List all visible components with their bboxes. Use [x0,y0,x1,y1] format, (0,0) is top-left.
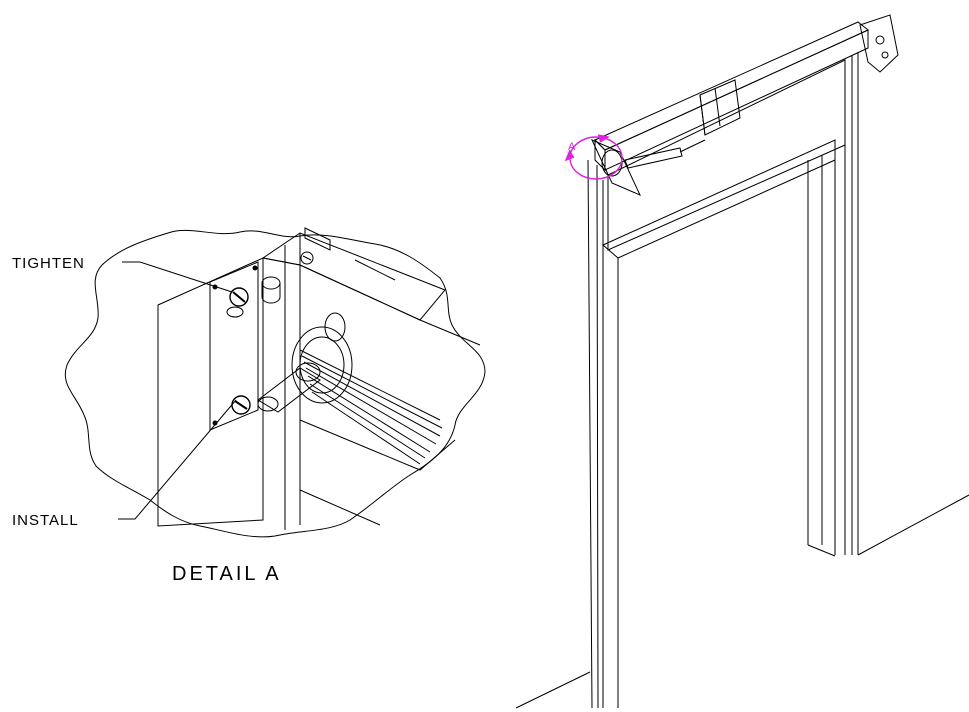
header-beam [604,29,869,171]
floor-line-left [515,671,591,709]
callout-marker-label: A [568,141,576,153]
top-screw-head [229,287,249,307]
housing-front-face [157,257,264,527]
door-frame-view [515,14,969,709]
drive-shaft [257,367,321,413]
end-bracket [859,14,899,73]
motor-box [699,79,741,136]
tighten-leader [122,261,233,293]
floor-line-right [857,494,969,556]
install-label: INSTALL [12,512,79,529]
detail-a-view [64,227,486,538]
callout-circle [569,136,623,180]
housing-top [261,232,446,321]
tighten-label: TIGHTEN [12,255,85,272]
operator-end-unit [590,139,642,196]
operator-header-top [594,21,869,151]
install-leader [118,399,237,520]
detail-break-outline [64,229,486,538]
detail-a-title: DETAIL A [172,563,282,585]
leader-lines [118,261,237,520]
drive-flange [291,326,353,404]
mounting-plate [209,261,259,431]
belt-1 [299,349,441,421]
detail-a-callout [564,134,623,180]
left-jamb [587,159,593,709]
